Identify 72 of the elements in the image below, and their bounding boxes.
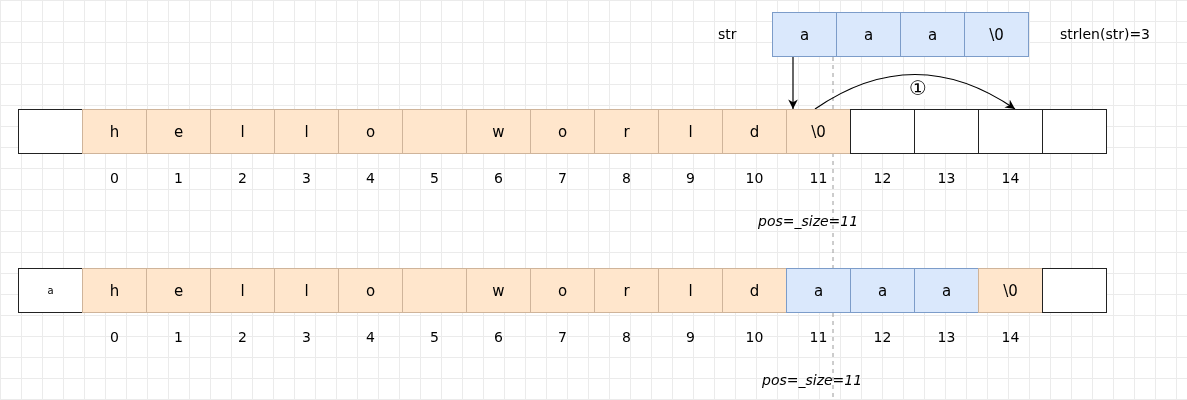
index-label: 14 [1001,329,1020,346]
index-label: 9 [686,329,695,346]
character-label: o [557,122,568,141]
position-note: pos=_size=11 [762,372,863,389]
edge-label: ① [909,77,927,99]
curved-arrow [814,73,1016,110]
character-label: \0 [811,122,826,141]
array-cell [900,12,965,57]
character-label: a [877,281,888,300]
index-label: 7 [558,170,567,187]
character-label: w [492,122,505,141]
index-label: 11 [809,170,828,187]
array-cell [18,268,83,313]
index-label: 5 [430,170,439,187]
position-note: pos=_size=11 [758,213,859,230]
character-label: \0 [1003,281,1018,300]
index-label: 7 [558,329,567,346]
character-label: a [863,25,874,44]
index-label: 4 [366,170,375,187]
index-label: 6 [494,170,503,187]
character-label: l [688,122,693,141]
character-label: a [927,25,938,44]
index-label: 2 [238,329,247,346]
character-label: o [365,122,376,141]
index-label: 14 [1001,170,1020,187]
index-label: 4 [366,329,375,346]
index-label: 0 [110,170,119,187]
character-label: w [492,281,505,300]
index-label: 10 [745,329,764,346]
array-cell [964,12,1029,57]
index-label: 0 [110,329,119,346]
array-cell [772,12,837,57]
character-label: o [557,281,568,300]
character-label: l [240,122,245,141]
variable-label: str [718,26,737,43]
character-label: a [941,281,952,300]
index-label: 3 [302,329,311,346]
character-label: e [173,281,184,300]
index-label: 13 [937,329,956,346]
index-label: 5 [430,329,439,346]
index-label: 3 [302,170,311,187]
index-label: 9 [686,170,695,187]
character-label: l [240,281,245,300]
index-label: 1 [174,329,183,346]
index-label: 1 [174,170,183,187]
index-label: 12 [873,329,892,346]
index-label: 12 [873,170,892,187]
character-label: e [173,122,184,141]
character-label: r [623,281,630,300]
index-label: 6 [494,329,503,346]
character-label: h [109,122,120,141]
character-label: h [109,281,120,300]
index-label: 8 [622,170,631,187]
character-label: a [813,281,824,300]
index-label: 10 [745,170,764,187]
character-label: l [304,122,309,141]
length-note: strlen(str)=3 [1060,26,1150,43]
character-label: a [799,25,810,44]
index-label: 11 [809,329,828,346]
index-label: 2 [238,170,247,187]
character-label: d [749,281,760,300]
index-label: 8 [622,329,631,346]
character-label: o [365,281,376,300]
character-label: l [304,281,309,300]
character-label: a [47,284,54,297]
character-label: d [749,122,760,141]
arrow [788,56,798,110]
character-label: \0 [989,25,1004,44]
index-label: 13 [937,170,956,187]
array-cell [836,12,901,57]
character-label: r [623,122,630,141]
character-label: l [688,281,693,300]
